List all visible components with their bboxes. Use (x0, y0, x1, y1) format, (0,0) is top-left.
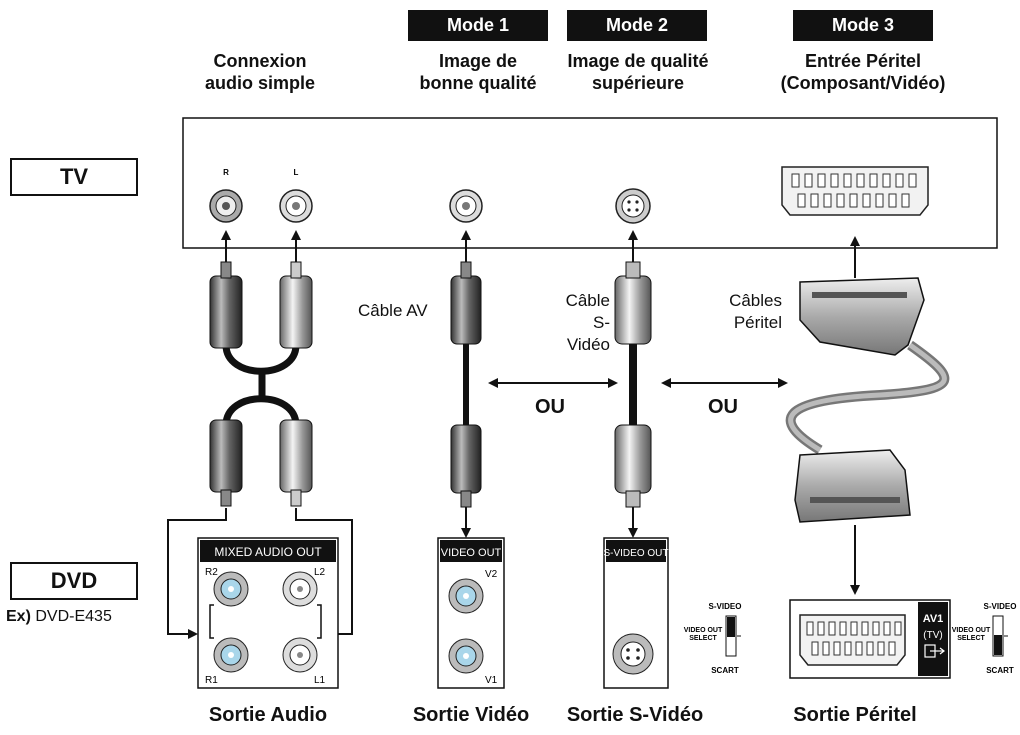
dvd-video-panel: VIDEO OUT V2 V1 (437, 537, 505, 689)
peritel-cable-label: Câbles Péritel (700, 290, 782, 334)
mode3-line2: (Composant/Vidéo) (780, 73, 946, 93)
tv-jack-l-label: L (294, 168, 299, 177)
mode1-line2: bonne qualité (419, 73, 537, 93)
av-cable-label: Câble AV (358, 301, 428, 320)
mode2-badge: Mode 2 (567, 10, 707, 41)
mode2-line2: supérieure (591, 73, 685, 93)
svideo-cable-label-line1: Câble (565, 291, 610, 310)
peritel-cable-label-line1: Câbles (729, 291, 782, 310)
video-out-select-switch-2: S-VIDEO VIDEO OUT SELECT SCART (952, 602, 1017, 675)
dvd-model: Ex) DVD-E435 (6, 608, 112, 626)
mode3-header: Entrée Péritel (Composant/Vidéo) (763, 50, 963, 94)
mode1-line1: Image de (438, 51, 518, 71)
mode1-header: Image de bonne qualité (388, 50, 568, 94)
audio-r1-label: R1 (205, 675, 218, 686)
switch2-bottom-label: SCART (986, 666, 1014, 675)
dvd-label: DVD (10, 562, 138, 600)
switch2-top-label: S-VIDEO (984, 602, 1017, 611)
tv-jack-r-label: R (223, 168, 229, 177)
audio-r2-label: R2 (205, 567, 218, 578)
svideo-cable (614, 261, 652, 508)
video-output-label: Sortie Vidéo (412, 704, 530, 726)
dvd-scart-panel: AV1 (TV) (789, 599, 951, 679)
tv-svideo-jack (615, 188, 651, 224)
scart-av1-label: AV1 (923, 613, 944, 625)
audio-connection-header: Connexion audio simple (180, 50, 340, 94)
svideo-output-label: Sortie S-Vidéo (566, 704, 704, 726)
mode3-badge: Mode 3 (793, 10, 933, 41)
tv-label: TV (10, 158, 138, 196)
audio-l2-label: L2 (314, 567, 326, 578)
scart-tv-label: (TV) (923, 630, 942, 641)
audio-output-label: Sortie Audio (208, 704, 328, 726)
peritel-output-label: Sortie Péritel (793, 704, 917, 726)
peritel-cable (785, 277, 950, 523)
mode1-badge: Mode 1 (408, 10, 548, 41)
tv-audio-l-jack (279, 189, 313, 223)
switch1-side1: VIDEO OUT (684, 627, 723, 634)
or-label-1: OU (535, 396, 565, 418)
audio-l1-label: L1 (314, 675, 326, 686)
av-cable (450, 261, 482, 508)
peritel-cable-label-line2: Péritel (733, 313, 782, 332)
video-v1-label: V1 (485, 675, 498, 686)
svideo-cable-label-line2: S-Vidéo (566, 313, 610, 354)
dvd-model-name: DVD-E435 (35, 608, 112, 625)
audio-header-line2: audio simple (204, 73, 316, 93)
switch2-side2: SELECT (957, 635, 985, 642)
dvd-model-prefix: Ex) (6, 608, 31, 625)
switch1-bottom-label: SCART (711, 666, 739, 675)
dvd-audio-panel: MIXED AUDIO OUT R2 L2 R1 L1 (197, 537, 339, 689)
svideo-panel-title: S-VIDEO OUT (603, 548, 668, 559)
audio-header-line1: Connexion (213, 51, 307, 71)
audio-panel-title: MIXED AUDIO OUT (214, 545, 322, 559)
mode2-line1: Image de qualité (567, 51, 709, 71)
svideo-cable-label: Câble S-Vidéo (550, 290, 610, 356)
audio-cable (209, 261, 313, 507)
video-out-select-switch-1: S-VIDEO VIDEO OUT SELECT SCART (684, 602, 742, 675)
or-label-2: OU (708, 396, 738, 418)
switch2-side1: VIDEO OUT (952, 627, 991, 634)
switch1-side2: SELECT (689, 635, 717, 642)
video-v2-label: V2 (485, 569, 498, 580)
mode3-line1: Entrée Péritel (804, 51, 922, 71)
tv-audio-r-jack (209, 189, 243, 223)
dvd-svideo-panel: S-VIDEO OUT (603, 537, 669, 689)
tv-scart-socket (781, 166, 929, 216)
tv-video-jack (449, 189, 483, 223)
video-panel-title: VIDEO OUT (441, 547, 502, 559)
switch1-top-label: S-VIDEO (709, 602, 742, 611)
mode2-header: Image de qualité supérieure (548, 50, 728, 94)
